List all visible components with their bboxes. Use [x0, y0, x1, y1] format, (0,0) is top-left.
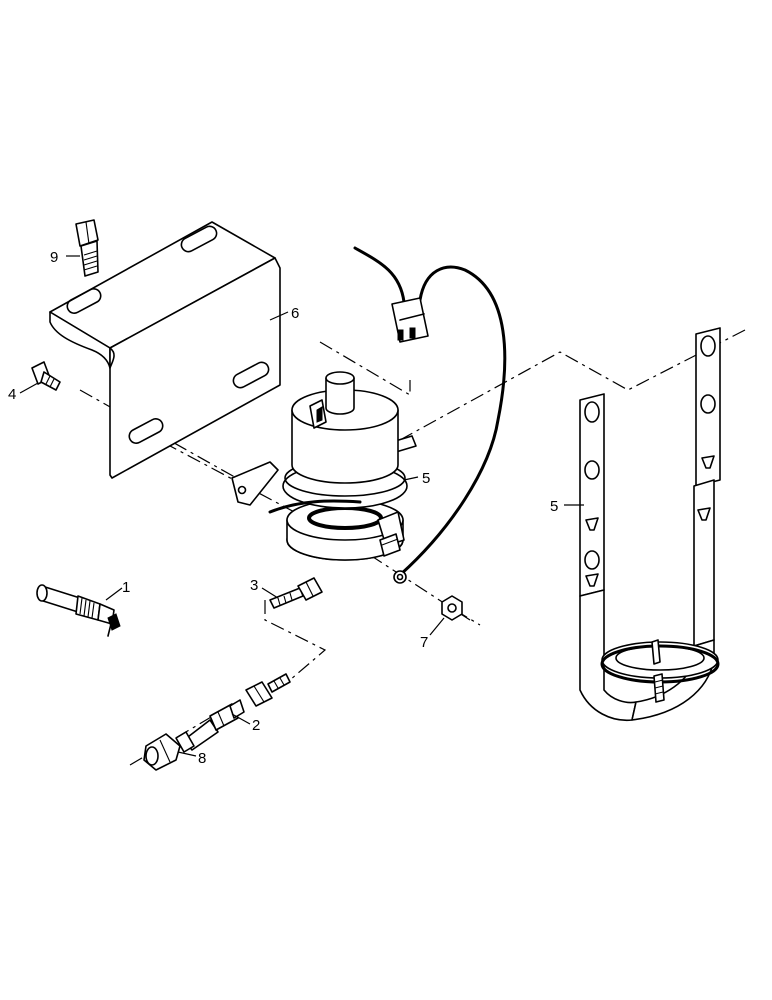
part-3-fitting — [269, 577, 323, 609]
part-8-adapter — [143, 731, 195, 771]
wiring-harness — [353, 246, 507, 584]
callout-6: 6 — [291, 305, 299, 322]
callout-4: 4 — [8, 386, 16, 403]
callout-5-bracket: 5 — [550, 498, 558, 515]
callout-8: 8 — [198, 750, 206, 767]
part-1-sender — [36, 584, 121, 637]
callout-3: 3 — [250, 577, 258, 594]
callout-labels: 9 6 4 5 5 1 3 7 2 8 — [8, 249, 558, 767]
part-5-fuel-pump — [231, 371, 417, 561]
part-2-fitting — [183, 673, 291, 751]
leader-lines — [19, 255, 584, 757]
callout-2: 2 — [252, 717, 260, 734]
part-7-nut — [441, 595, 463, 621]
callout-5-pump: 5 — [422, 470, 430, 487]
part-9-hex-bolt — [75, 219, 99, 277]
part-6-l-bracket — [49, 221, 281, 479]
callout-9: 9 — [50, 249, 58, 266]
callout-7: 7 — [420, 634, 428, 651]
callout-1: 1 — [122, 579, 130, 596]
part-4-bolt — [31, 361, 61, 391]
part-5-u-bracket — [579, 327, 721, 722]
